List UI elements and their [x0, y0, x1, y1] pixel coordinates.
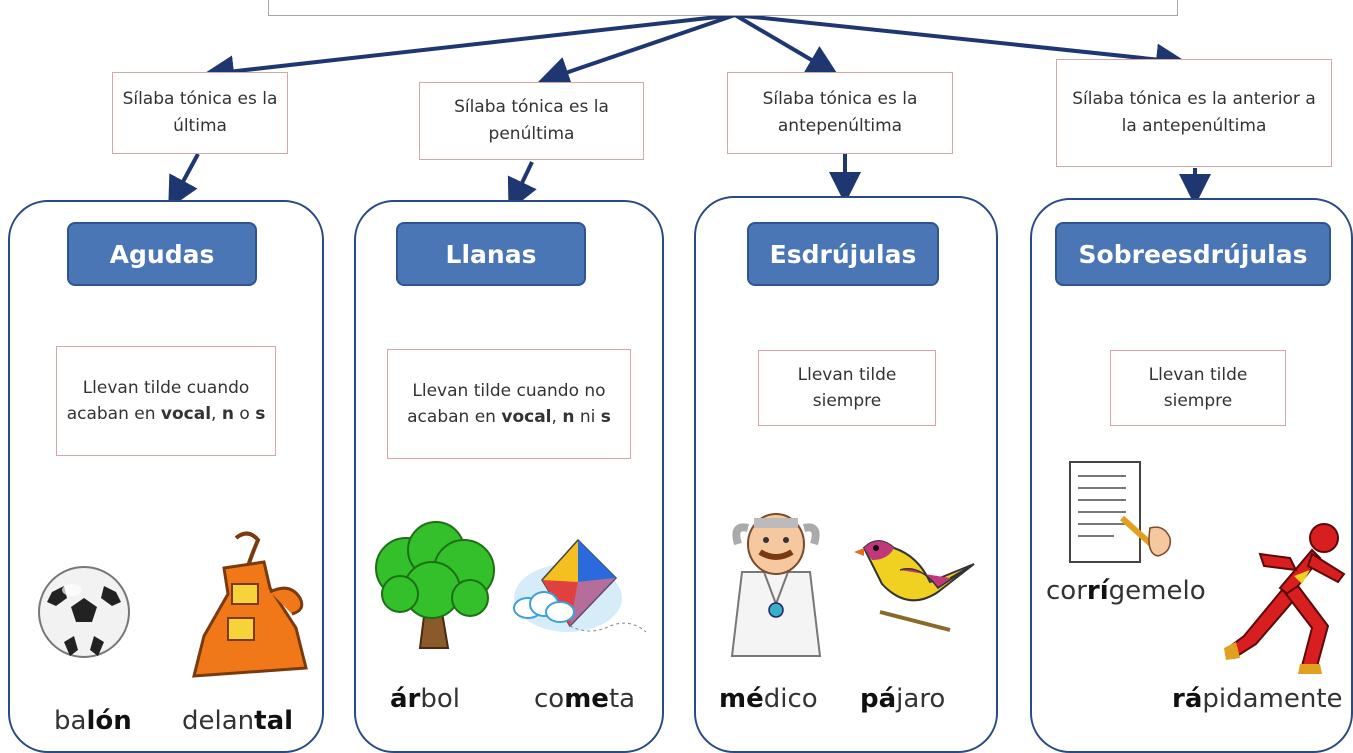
example-word-pajaro: pájaro	[860, 684, 945, 714]
word-part: jaro	[896, 684, 946, 714]
example-word-cometa: cometa	[534, 684, 635, 714]
arrow-to-panel-2	[507, 161, 537, 212]
apron-icon	[192, 531, 308, 678]
soccer-ball-icon	[38, 566, 130, 658]
bird-icon	[854, 540, 975, 632]
stressed-syllable: lón	[86, 706, 132, 736]
stressed-syllable: rí	[1086, 576, 1109, 606]
description-emphasis: vocal	[160, 404, 212, 424]
root-box	[268, 0, 1178, 16]
example-word-rapidamente: rápidamente	[1172, 684, 1343, 714]
description-part: ,	[551, 407, 563, 427]
description-emphasis: n	[562, 407, 575, 427]
panel-llanas	[354, 200, 664, 753]
stressed-syllable: mé	[719, 684, 764, 714]
word-part: pidamente	[1202, 684, 1343, 714]
arrow-to-rule-1	[202, 13, 736, 88]
description-agudas: Llevan tilde cuando acaban en vocal, n o…	[56, 346, 276, 456]
description-emphasis: n	[221, 404, 234, 424]
rule-box-llanas: Sílaba tónica es la penúltima	[419, 82, 644, 160]
description-part: o	[233, 404, 256, 424]
kite-icon	[513, 538, 647, 633]
rule-box-esdrujulas: Sílaba tónica es la antepenúltima	[727, 72, 953, 154]
title-llanas: Llanas	[396, 222, 586, 286]
description-emphasis: s	[600, 407, 611, 427]
word-part: ba	[54, 706, 87, 736]
word-part: dico	[763, 684, 818, 714]
description-part: ni	[574, 407, 601, 427]
stressed-syllable: rá	[1172, 684, 1203, 714]
word-part: cor	[1046, 576, 1087, 606]
runner-icon	[1224, 523, 1346, 674]
arrow-to-panel-1	[168, 153, 200, 210]
stressed-syllable: pá	[860, 684, 897, 714]
stressed-syllable: me	[564, 684, 609, 714]
description-part: ,	[211, 404, 222, 424]
title-agudas: Agudas	[67, 222, 257, 286]
example-word-medico: médico	[719, 684, 818, 714]
description-llanas: Llevan tilde cuando no acaban en vocal, …	[387, 349, 631, 459]
example-word-balon: balón	[54, 706, 132, 736]
arrow-to-rule-2	[537, 13, 736, 88]
arrow-to-rule-3	[733, 13, 839, 77]
stressed-syllable: ár	[390, 684, 421, 714]
description-emphasis: vocal	[501, 407, 552, 427]
word-part: gemelo	[1108, 576, 1206, 606]
word-part: bol	[420, 684, 461, 714]
arrow-to-rule-4	[734, 13, 1188, 76]
example-word-corrigemelo: corrígemelo	[1046, 576, 1206, 606]
rule-box-agudas: Sílaba tónica es la última	[112, 72, 288, 154]
stressed-syllable: tal	[254, 706, 294, 736]
word-part: co	[534, 684, 565, 714]
example-word-arbol: árbol	[390, 684, 460, 714]
doctor-icon	[730, 513, 822, 657]
word-part: delan	[182, 706, 255, 736]
title-esdrujulas: Esdrújulas	[747, 222, 939, 286]
checklist-icon	[1069, 461, 1171, 563]
rule-box-sobreesdrujulas: Sílaba tónica es la anterior a la antepe…	[1056, 59, 1332, 167]
description-esdrujulas: Llevan tilde siempre	[758, 350, 936, 426]
tree-icon	[375, 521, 495, 649]
example-word-delantal: delantal	[182, 706, 293, 736]
description-part: Llevan tilde cuando no acaban en	[407, 381, 606, 427]
description-part: Llevan tilde cuando acaban en	[66, 378, 250, 424]
word-part: ta	[608, 684, 636, 714]
title-sobreesdrujulas: Sobreesdrújulas	[1055, 222, 1331, 286]
description-sobreesdrujulas: Llevan tilde siempre	[1110, 350, 1286, 426]
panel-esdrujulas	[694, 196, 998, 753]
description-text: Llevan tilde cuando acaban en vocal, n o…	[63, 375, 269, 427]
description-text: Llevan tilde cuando no acaban en vocal, …	[394, 378, 624, 430]
description-emphasis: s	[255, 404, 266, 424]
